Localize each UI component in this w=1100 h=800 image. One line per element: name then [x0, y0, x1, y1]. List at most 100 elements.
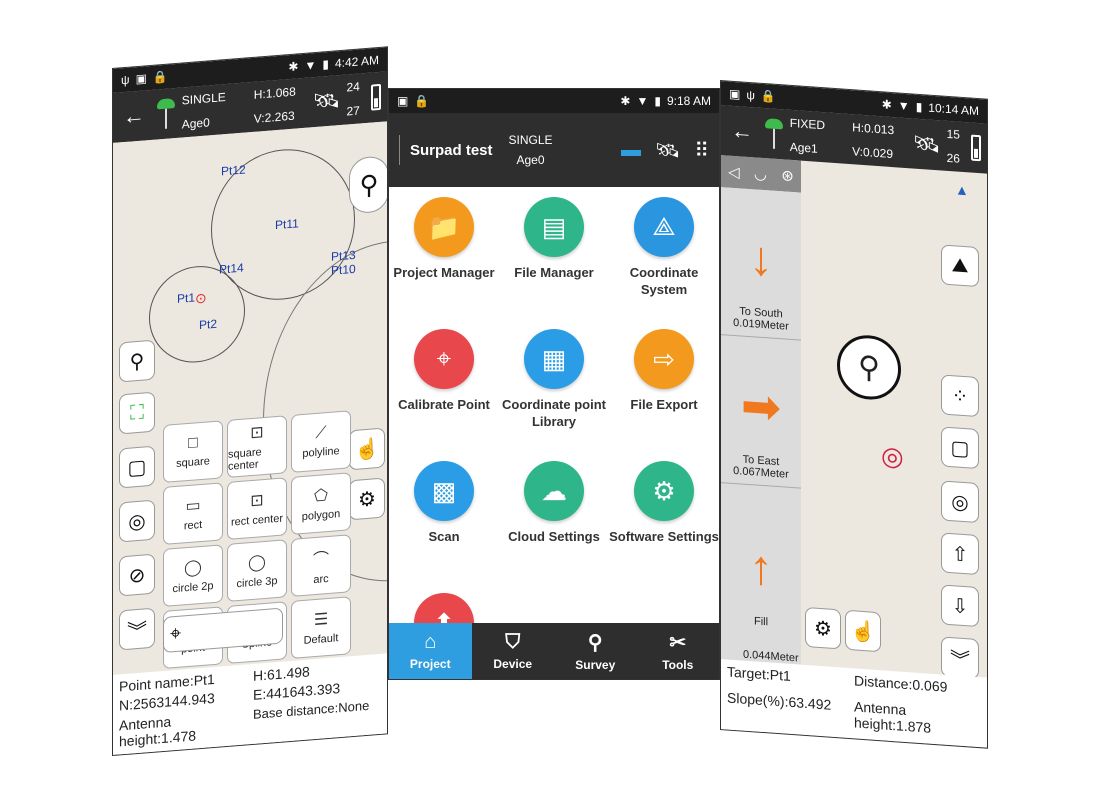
layers-map-button[interactable]: ⛰	[941, 244, 979, 288]
rover-icon	[155, 98, 176, 130]
point-label[interactable]: Pt1	[177, 290, 196, 306]
main-menu: 📁 Project Manager ▤ File Manager ⟁ Coord…	[389, 187, 719, 679]
zoom-extent-button[interactable]: ▢	[119, 445, 155, 489]
menu-coordinate-system[interactable]: ⟁ Coordinate System	[609, 197, 719, 315]
settings-gear-button[interactable]: ⚙	[349, 477, 385, 521]
tool-circle-3p[interactable]: ◯circle 3p	[227, 539, 287, 602]
circle-shape	[149, 262, 245, 367]
center-gps-button[interactable]: ◎	[119, 499, 155, 543]
tab-project[interactable]: ⌂Project	[389, 623, 472, 679]
collapse-button[interactable]: ︾	[941, 636, 979, 680]
status-time: 9:18 AM	[666, 94, 711, 108]
square-icon: □	[188, 434, 198, 453]
tool-square-center[interactable]: ⊡square center	[227, 415, 287, 478]
age-label: Age1	[789, 139, 818, 156]
pin-icon: ⚲	[587, 632, 603, 654]
battery-icon	[371, 83, 381, 111]
folder-icon: 📁	[414, 197, 474, 257]
antenna-height: Antenna height:1.878	[854, 698, 932, 736]
image-icon: ▣	[729, 86, 741, 102]
tool-polyline[interactable]: ⟋polyline	[291, 410, 351, 473]
lock-icon: 🔒	[760, 88, 776, 104]
point-label[interactable]: Pt10	[331, 261, 356, 278]
satellite-icon[interactable]: 🛰	[654, 139, 681, 162]
tab-survey[interactable]: ⚲Survey	[575, 632, 616, 672]
usb-icon: ψ	[746, 87, 755, 103]
compass-icon[interactable]: ⊛	[781, 167, 794, 186]
usb-icon: ψ	[121, 72, 130, 88]
wifi-icon: ▼	[897, 98, 910, 114]
tool-square[interactable]: □square	[163, 420, 223, 483]
map-canvas[interactable]: Pt12 Pt11 Pt14 Pt13 Pt10 Pt1 Pt2 ⊙ ⚲ ⚲ ⛶…	[113, 121, 388, 755]
point-label[interactable]: Pt2	[199, 316, 218, 333]
center-gps-button[interactable]: ◎	[941, 480, 979, 524]
title-bar: Surpad test SINGLE Age0 ▬ 🛰 ⠿	[389, 113, 719, 187]
age-label: Age0	[516, 153, 545, 167]
menu-scan[interactable]: ▩ Scan	[389, 461, 499, 579]
tab-device[interactable]: ⛉Device	[493, 631, 533, 671]
back-icon[interactable]: ←	[123, 102, 145, 130]
sats-used: 15	[946, 126, 960, 142]
target-marker-icon: ◎	[881, 440, 904, 472]
no-entry-button[interactable]: ⊘	[119, 553, 155, 597]
polygon-icon: ⬠	[314, 487, 328, 506]
center-screen: ▣ 🔒 ✱ ▼ ▮ 9:18 AM Surpad test SINGLE Age…	[388, 88, 720, 680]
point-label[interactable]: Pt12	[221, 162, 246, 179]
location-pin-button[interactable]: ⚲	[349, 155, 388, 215]
solution-status: SINGLE	[508, 133, 553, 147]
select-touch-button[interactable]: ☝	[349, 427, 385, 471]
home-icon: ⌂	[424, 631, 437, 653]
image-icon: ▣	[397, 94, 409, 108]
map-point-button[interactable]: ⛶	[119, 391, 155, 435]
file-icon: ▤	[524, 197, 584, 257]
collapse-button[interactable]: ︾	[119, 607, 155, 651]
point-label[interactable]: Pt14	[219, 260, 244, 277]
speaker-icon[interactable]: ◁	[728, 163, 740, 182]
menu-software-settings[interactable]: ⚙ Software Settings	[609, 461, 719, 579]
menu-file-manager[interactable]: ▤ File Manager	[499, 197, 609, 315]
h-precision: H:1.068	[253, 84, 296, 102]
east-arrow-icon: ➡	[740, 379, 782, 436]
receiver-icon[interactable]: ▬	[620, 138, 641, 161]
point-cloud-button[interactable]: ⁘	[941, 374, 979, 418]
stake-guidance: ↓ To South 0.019Meter ➡ To East 0.067Met…	[721, 187, 801, 665]
up-button[interactable]: ⇧	[941, 532, 979, 576]
polyline-icon: ⟋	[315, 424, 327, 442]
tool-default[interactable]: ☰Default	[291, 596, 351, 659]
folder-gear-icon: ⚙	[634, 461, 694, 521]
zoom-extent-button[interactable]: ▢	[941, 426, 979, 470]
apps-grid-icon[interactable]: ⠿	[694, 139, 709, 162]
age-label: Age0	[181, 115, 210, 132]
tab-tools[interactable]: ✂Tools	[662, 632, 694, 672]
settings-gear-button[interactable]: ⚙	[805, 606, 841, 650]
menu-cloud-settings[interactable]: ☁ Cloud Settings	[499, 461, 609, 579]
down-button[interactable]: ⇩	[941, 584, 979, 628]
tool-arc[interactable]: ⌒arc	[291, 534, 351, 597]
menu-coordinate-point-library[interactable]: ▦ Coordinate point Library	[499, 329, 609, 447]
locate-time-button[interactable]: ⚲	[119, 339, 155, 383]
satellite-icon: 🛰	[312, 87, 341, 115]
target-pin-icon: ⚲	[837, 333, 901, 402]
menu-calibrate-point[interactable]: ⌖ Calibrate Point	[389, 329, 499, 447]
point-info: Point name:Pt1 H:61.498 N:2563144.943 E:…	[113, 653, 387, 755]
project-title: Surpad test	[410, 141, 493, 159]
tool-rect[interactable]: ▭rect	[163, 482, 223, 545]
tool-circle-2p[interactable]: ◯circle 2p	[163, 544, 223, 607]
menu-project-manager[interactable]: 📁 Project Manager	[389, 197, 499, 315]
right-screen: ▣ ψ 🔒 ✱ ▼ ▮ 10:14 AM ← FIXED Age1 H:0.01…	[720, 80, 988, 749]
point-label[interactable]: Pt11	[275, 216, 299, 233]
tool-polygon[interactable]: ⬠polygon	[291, 472, 351, 535]
tool-rect-center[interactable]: ⊡rect center	[227, 477, 287, 540]
select-touch-button[interactable]: ☝	[845, 609, 881, 653]
current-position-icon: ⊙	[195, 289, 207, 307]
rect-center-icon: ⊡	[250, 492, 264, 511]
menu-file-export[interactable]: ⇨ File Export	[609, 329, 719, 447]
receiver-icon: ⛉	[505, 631, 521, 653]
stake-direction: ↑ 0.044Meter Fill	[749, 541, 773, 629]
tools-icon: ✂	[669, 632, 687, 654]
status-time: 4:42 AM	[334, 52, 379, 71]
eye-icon[interactable]: ◡	[753, 165, 768, 184]
back-icon[interactable]: ←	[731, 117, 753, 145]
export-icon: ⇨	[634, 329, 694, 389]
target-name: Target:Pt1	[727, 663, 791, 684]
